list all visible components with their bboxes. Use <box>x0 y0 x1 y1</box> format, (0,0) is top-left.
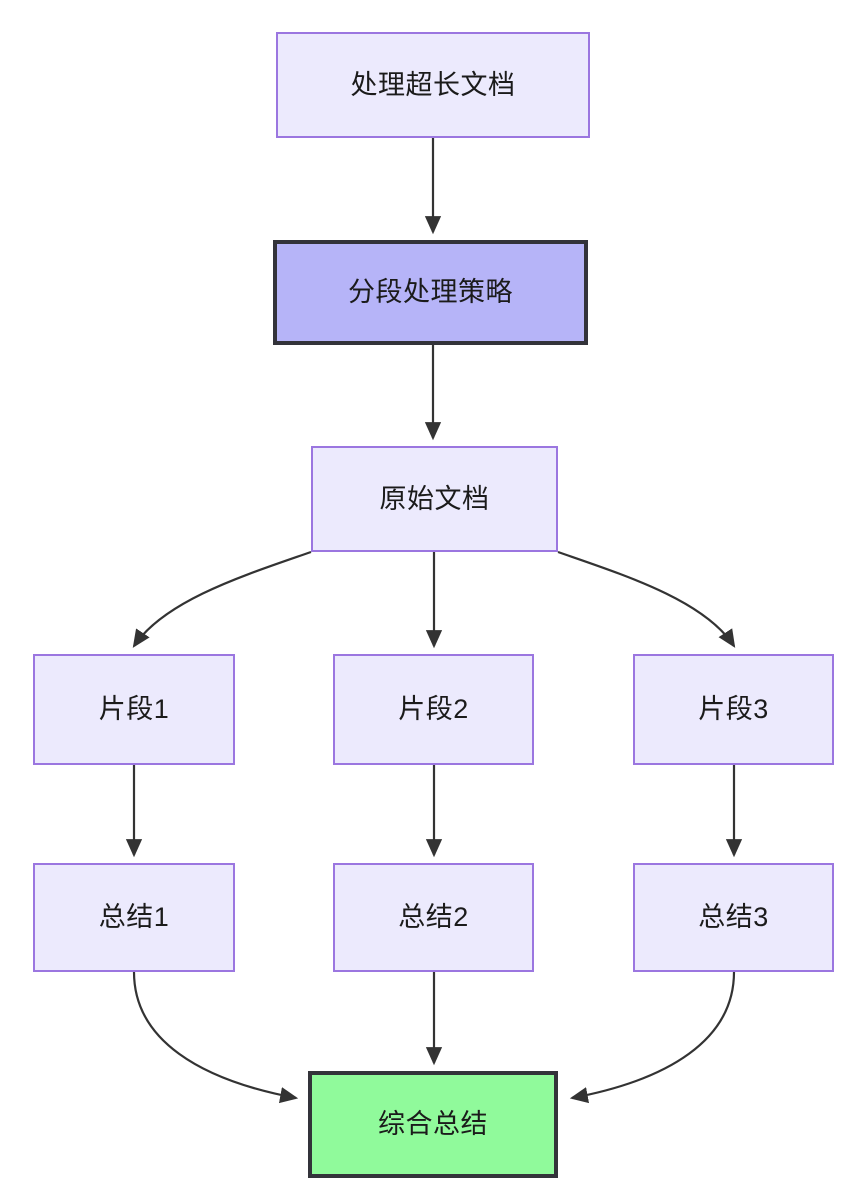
node-label: 原始文档 <box>379 483 490 514</box>
node-label: 总结2 <box>398 902 469 933</box>
node-final-summary[interactable]: 综合总结 <box>308 1071 558 1178</box>
node-chunking-strategy[interactable]: 分段处理策略 <box>273 240 588 345</box>
edge-n3-to-n4 <box>132 550 312 648</box>
node-label: 片段2 <box>398 694 469 725</box>
node-fragment-3[interactable]: 片段3 <box>633 654 834 765</box>
node-summary-3[interactable]: 总结3 <box>633 863 834 972</box>
node-label: 总结3 <box>698 902 769 933</box>
node-process-long-document[interactable]: 处理超长文档 <box>276 32 590 138</box>
node-label: 片段3 <box>698 694 769 725</box>
node-label: 片段1 <box>98 694 170 725</box>
node-summary-1[interactable]: 总结1 <box>33 863 235 972</box>
node-label: 处理超长文档 <box>350 69 516 100</box>
edge-n7-to-n10 <box>132 971 299 1104</box>
node-fragment-2[interactable]: 片段2 <box>333 654 534 765</box>
node-summary-2[interactable]: 总结2 <box>333 863 534 972</box>
node-label: 分段处理策略 <box>348 277 513 308</box>
edge-n3-to-n6 <box>557 550 736 648</box>
node-label: 总结1 <box>98 902 170 933</box>
node-fragment-1[interactable]: 片段1 <box>33 654 235 765</box>
edge-n9-to-n10 <box>569 971 736 1104</box>
node-label: 综合总结 <box>378 1109 488 1140</box>
node-original-document[interactable]: 原始文档 <box>311 446 558 552</box>
